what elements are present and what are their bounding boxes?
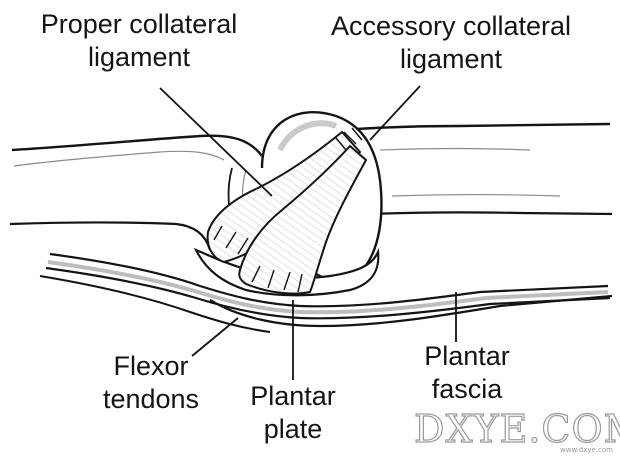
flexor-tendon-upper	[49, 252, 609, 308]
label-line: Plantar	[424, 341, 510, 371]
leader-accessory-collateral	[369, 85, 421, 141]
label-line: Proper collateral	[40, 9, 238, 39]
label-flexor-tendons: Flexor tendons	[86, 350, 216, 416]
phalanx-bone-lower	[9, 221, 212, 251]
label-plantar-plate: Plantar plate	[226, 380, 360, 446]
watermark-subtext: www.dxye.com	[560, 446, 613, 454]
label-line: ligament	[87, 42, 191, 72]
label-line: Plantar	[250, 381, 336, 411]
label-line: fascia	[431, 374, 503, 404]
metatarsal-bone-lower	[371, 211, 613, 216]
metatarsal-bone	[317, 122, 611, 134]
watermark: DXYE.COM	[413, 407, 620, 451]
label-line: plate	[263, 414, 323, 444]
label-accessory-collateral-ligament: Accessory collateral ligament	[292, 10, 610, 76]
leader-flexor-tendons	[191, 317, 239, 357]
label-line: Accessory collateral	[330, 11, 572, 41]
phalanx-bone	[11, 134, 263, 157]
accessory-collateral-ligament-shape	[238, 144, 368, 295]
leader-proper-collateral	[159, 87, 273, 197]
label-line: tendons	[102, 384, 200, 414]
label-line: Flexor	[113, 351, 189, 381]
label-line: ligament	[399, 44, 503, 74]
label-proper-collateral-ligament: Proper collateral ligament	[8, 8, 270, 74]
flexor-tendon-mid	[45, 266, 611, 320]
label-plantar-fascia: Plantar fascia	[392, 340, 542, 406]
plantar-fascia-shape	[209, 294, 613, 328]
